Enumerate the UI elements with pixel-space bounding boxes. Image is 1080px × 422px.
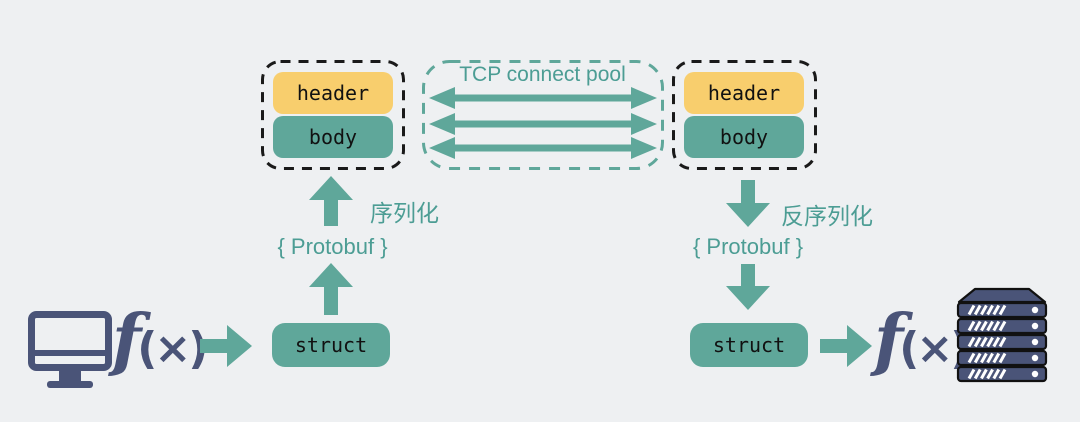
fx-args-glyph: (×) <box>137 323 208 374</box>
fx-f-glyph: f <box>112 300 142 380</box>
packet-left-body: body <box>273 116 393 158</box>
packet-right-dashed-border <box>672 60 817 170</box>
tcp-pool-connection-arrows <box>429 87 657 159</box>
server-fx-label: f(×) <box>874 300 970 380</box>
serialize-label: 序列化 <box>370 200 439 226</box>
deserialize-label: 反序列化 <box>781 203 873 229</box>
client-protobuf-label: { Protobuf } <box>277 234 388 259</box>
fx-f-glyph: f <box>874 300 904 380</box>
server-rack-icon <box>956 287 1048 383</box>
server-protobuf-label: { Protobuf } <box>692 234 804 259</box>
protobuf-to-struct-down-arrow <box>726 264 770 310</box>
tcp-pool-title: TCP connect pool <box>459 63 626 86</box>
packet-right-body: body <box>684 116 804 158</box>
client-struct-box: struct <box>272 323 390 367</box>
server-struct-box: struct <box>690 323 808 367</box>
packet-left-dashed-border <box>261 60 405 170</box>
packet-left-header: header <box>273 72 393 114</box>
client-to-struct-arrow <box>200 325 252 367</box>
struct-to-protobuf-up-arrow <box>309 263 353 315</box>
client-fx-label: f(×) <box>112 300 208 380</box>
monitor-icon <box>28 311 112 388</box>
struct-to-server-arrow <box>820 325 872 367</box>
deserialize-down-arrow <box>726 180 770 227</box>
serialize-up-arrow <box>309 176 353 226</box>
packet-right-header: header <box>684 72 804 114</box>
